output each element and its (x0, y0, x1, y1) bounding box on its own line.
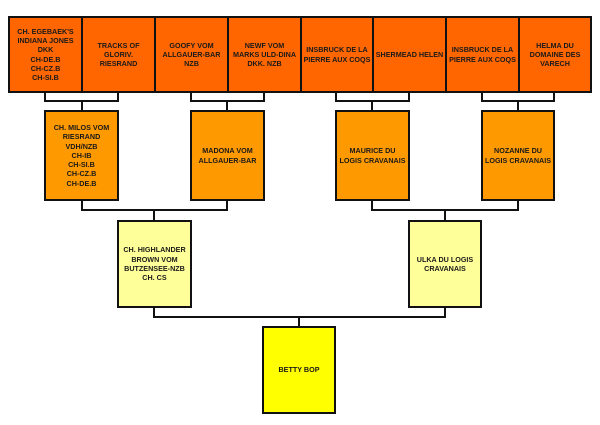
great-grandparent-box[interactable]: INSBRUCK DE LA PIERRE AUX COQS (445, 16, 520, 93)
dog-name: MAURICE DU LOGIS CRAVANAIS (339, 146, 406, 165)
dog-name: SHERMEAD HELEN (375, 49, 444, 59)
dog-name: CH. HIGHLANDER BROWN VOM BUTZENSEE-NZB C… (123, 245, 186, 283)
connector-line (408, 93, 410, 102)
connector-line (153, 209, 155, 221)
dog-name: INSBRUCK DE LA PIERRE AUX COQS (303, 45, 371, 64)
subject-box[interactable]: BETTY BOP (262, 326, 336, 414)
dog-name: BETTY BOP (278, 365, 320, 375)
dog-name: TRACKS OF GLORIV. RIESRAND (97, 40, 140, 69)
connector-line (444, 209, 446, 221)
connector-line (190, 93, 192, 102)
dog-name: INSBRUCK DE LA PIERRE AUX COQS (449, 45, 516, 64)
connector-line (298, 316, 300, 328)
connector-line (153, 308, 155, 318)
great-grandparent-box[interactable]: TRACKS OF GLORIV. RIESRAND (81, 16, 156, 93)
connector-line (553, 93, 555, 102)
great-grandparent-box[interactable]: SHERMEAD HELEN (372, 16, 447, 93)
parent-box-dam[interactable]: ULKA DU LOGIS CRAVANAIS (408, 220, 482, 308)
connector-line (44, 93, 46, 102)
dog-name: ULKA DU LOGIS CRAVANAIS (416, 254, 474, 273)
connector-line (517, 100, 519, 111)
great-grandparent-box[interactable]: HELMA DU DOMAINE DES VARECH (518, 16, 592, 93)
dog-name: CH. MILOS VOM RIESRAND VDH/NZB CH-IB CH-… (53, 122, 110, 188)
great-grandparent-box[interactable]: NEWF VOM MARKS ULD-DINA DKK. NZB (227, 16, 302, 93)
grandparent-box[interactable]: CH. MILOS VOM RIESRAND VDH/NZB CH-IB CH-… (44, 110, 119, 201)
dog-name: MADONA VOM ALLGAUER-BAR (198, 146, 257, 165)
dog-name: HELMA DU DOMAINE DES VARECH (529, 40, 581, 69)
grandparent-box[interactable]: MAURICE DU LOGIS CRAVANAIS (335, 110, 410, 201)
grandparent-box[interactable]: NOZANNE DU LOGIS CRAVANAIS (481, 110, 555, 201)
parent-box-sire[interactable]: CH. HIGHLANDER BROWN VOM BUTZENSEE-NZB C… (117, 220, 192, 308)
connector-line (226, 100, 228, 111)
great-grandparent-box[interactable]: INSBRUCK DE LA PIERRE AUX COQS (300, 16, 374, 93)
connector-line (226, 201, 228, 211)
connector-line (335, 93, 337, 102)
great-grandparent-box[interactable]: CH. EGEBAEK'S INDIANA JONES DKK CH-DE.B … (8, 16, 83, 93)
dog-name: NOZANNE DU LOGIS CRAVANAIS (484, 146, 552, 165)
connector-line (263, 93, 265, 102)
connector-line (371, 201, 373, 211)
connector-line (444, 308, 446, 318)
great-grandparent-box[interactable]: GOOFY VOM ALLGAUER-BAR NZB (154, 16, 229, 93)
dog-name: NEWF VOM MARKS ULD-DINA DKK. NZB (232, 40, 297, 69)
dog-name: CH. EGEBAEK'S INDIANA JONES DKK CH-DE.B … (17, 26, 74, 83)
dog-name: GOOFY VOM ALLGAUER-BAR NZB (162, 40, 221, 69)
connector-line (481, 93, 483, 102)
grandparent-box[interactable]: MADONA VOM ALLGAUER-BAR (190, 110, 265, 201)
connector-line (81, 201, 83, 211)
connector-line (117, 93, 119, 102)
connector-line (371, 100, 373, 111)
connector-line (517, 201, 519, 211)
connector-line (81, 100, 83, 111)
